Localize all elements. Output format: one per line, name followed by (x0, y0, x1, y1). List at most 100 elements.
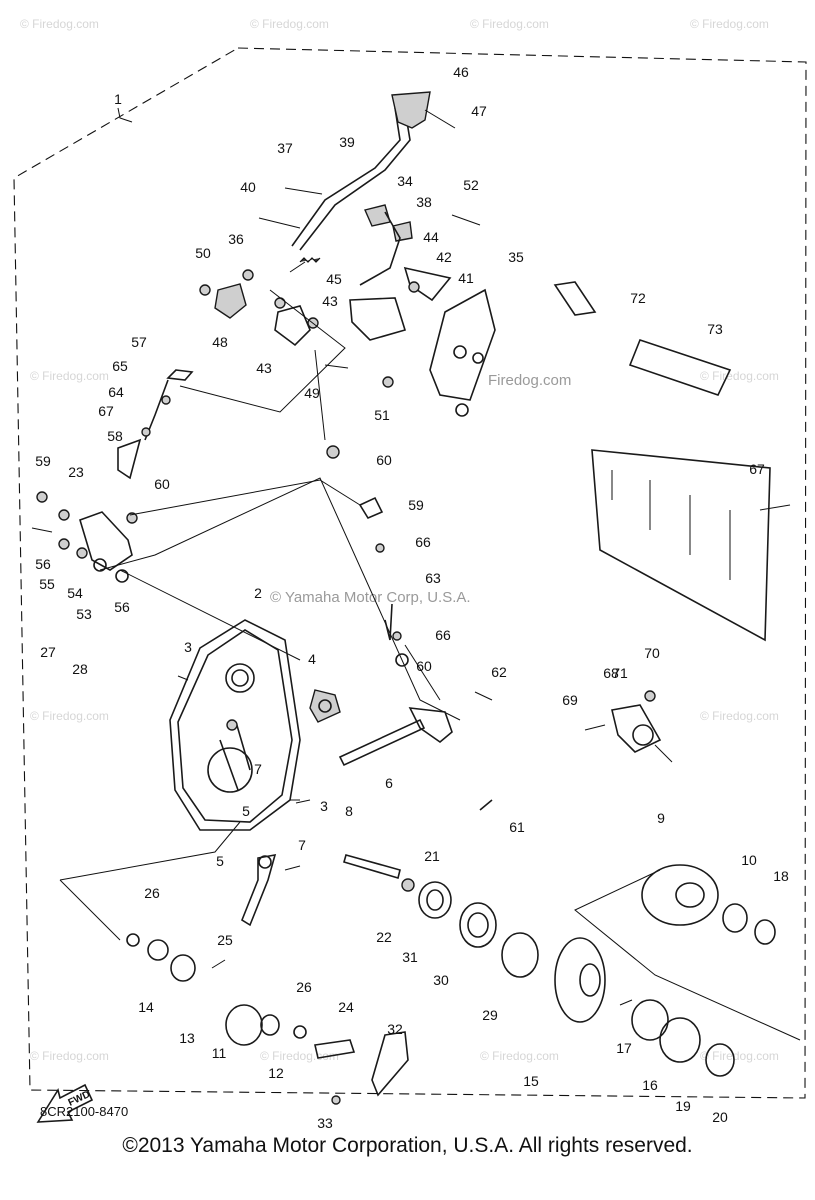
callout-label: 42 (436, 249, 452, 265)
callout-label: 71 (612, 665, 628, 681)
callout-label: 61 (509, 819, 525, 835)
callout-label: 28 (72, 661, 88, 677)
callout-label: 47 (471, 103, 487, 119)
callout-label: 72 (630, 290, 646, 306)
diagram-code: 8CR2100-8470 (40, 1104, 129, 1119)
right-parts (553, 281, 791, 763)
callout-label: 17 (616, 1040, 632, 1056)
callout-label: 64 (108, 384, 124, 400)
callout-label: 26 (296, 979, 312, 995)
gear-case-cover (169, 619, 341, 831)
callout-label: 26 (144, 885, 160, 901)
watermark-layer: © Firedog.com © Firedog.com © Firedog.co… (20, 17, 779, 1063)
callout-label: 34 (397, 173, 413, 189)
callout-label: 52 (463, 177, 479, 193)
callout-label: 9 (657, 810, 665, 826)
callout-label: 51 (374, 407, 390, 423)
callout-label: 20 (712, 1109, 728, 1125)
callout-label: 8 (345, 803, 353, 819)
callout-label: 38 (416, 194, 432, 210)
callout-label: 63 (425, 570, 441, 586)
callout-label: 27 (40, 644, 56, 660)
callout-label: 3 (320, 798, 328, 814)
callout-label: 67 (749, 461, 765, 477)
callout-label: 5 (242, 803, 250, 819)
callout-label: 70 (644, 645, 660, 661)
callout-label: 31 (402, 949, 418, 965)
callout-label: 59 (35, 453, 51, 469)
callout-label: 44 (423, 229, 439, 245)
watermark-text: © Firedog.com (20, 17, 99, 31)
callout-label: 4 (308, 651, 316, 667)
callout-label: 62 (491, 664, 507, 680)
copyright-notice: ©2013 Yamaha Motor Corporation, U.S.A. A… (122, 1134, 693, 1157)
callout-label: 55 (39, 576, 55, 592)
assembly-boundary (13, 47, 807, 1099)
watermark-text: © Firedog.com (30, 369, 109, 383)
callout-label: 37 (277, 140, 293, 156)
callout-label: 15 (523, 1073, 539, 1089)
callout-label: 2 (254, 585, 262, 601)
callout-label: 66 (415, 534, 431, 550)
callout-label: 56 (35, 556, 51, 572)
callout-label: 33 (317, 1115, 333, 1131)
shift-shaft (338, 496, 493, 811)
callout-label: 22 (376, 929, 392, 945)
callout-label: 12 (268, 1065, 284, 1081)
callout-label: 23 (68, 464, 84, 480)
callout-label: 46 (453, 64, 469, 80)
callout-label: 67 (98, 403, 114, 419)
shift-lever-assembly (199, 91, 496, 459)
watermark-text: © Firedog.com (700, 369, 779, 383)
callout-label: 58 (107, 428, 123, 444)
watermark-text: © Firedog.com (250, 17, 329, 31)
gear-train (126, 854, 776, 1105)
callout-label: 35 (508, 249, 524, 265)
callout-label: 5 (216, 853, 224, 869)
watermark-text: © Firedog.com (700, 709, 779, 723)
callout-label: 66 (435, 627, 451, 643)
leader-line (117, 107, 133, 123)
callout-label: 16 (642, 1077, 658, 1093)
watermark-main: © Yamaha Motor Corp, U.S.A. (270, 589, 471, 606)
callout-label: 48 (212, 334, 228, 350)
linkage-rod-left (31, 369, 194, 583)
callout-label: 7 (254, 761, 262, 777)
callout-label: 30 (433, 972, 449, 988)
callout-label: 56 (114, 599, 130, 615)
watermark-text: © Firedog.com (260, 1049, 339, 1063)
callout-label: 10 (741, 852, 757, 868)
callout-label: 53 (76, 606, 92, 622)
callout-label: 7 (298, 837, 306, 853)
callout-label: 69 (562, 692, 578, 708)
callout-label: 65 (112, 358, 128, 374)
callout-label: 59 (408, 497, 424, 513)
callout-label: 60 (154, 476, 170, 492)
callout-label: 60 (416, 658, 432, 674)
callout-label: 29 (482, 1007, 498, 1023)
callout-label: 39 (339, 134, 355, 150)
watermark-text: © Firedog.com (480, 1049, 559, 1063)
watermark-text: © Firedog.com (690, 17, 769, 31)
callout-label: 43 (256, 360, 272, 376)
watermark-text: © Firedog.com (30, 1049, 109, 1063)
callout-label: 21 (424, 848, 440, 864)
callout-label: 49 (304, 385, 320, 401)
callout-label: 45 (326, 271, 342, 287)
callout-label: 68 (603, 665, 619, 681)
callout-label: 6 (385, 775, 393, 791)
callout-label: 43 (322, 293, 338, 309)
callout-label: 24 (338, 999, 354, 1015)
callout-label: 3 (184, 639, 192, 655)
watermark-text: © Firedog.com (30, 709, 109, 723)
callout-label: 36 (228, 231, 244, 247)
callout-label: 50 (195, 245, 211, 261)
callout-label: 13 (179, 1030, 195, 1046)
callout-label: 1 (114, 91, 122, 107)
connector-link (241, 799, 311, 927)
callout-label: 73 (707, 321, 723, 337)
callout-label: 32 (387, 1021, 403, 1037)
